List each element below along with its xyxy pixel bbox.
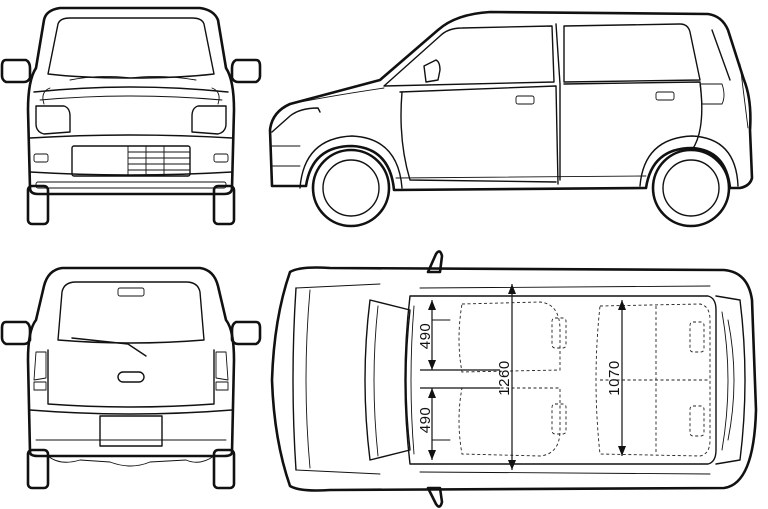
dim-interior-length: 1260	[496, 360, 513, 395]
dim-front-seat-right: 490	[417, 407, 434, 434]
dimension-lines: 490 490 1260 1070	[417, 284, 626, 470]
dim-rear-seat-length: 1070	[606, 360, 623, 395]
front-view	[0, 6, 262, 226]
top-view	[270, 250, 758, 508]
dim-front-seat-left: 490	[417, 323, 434, 350]
rear-view	[0, 266, 262, 490]
side-view	[268, 10, 754, 228]
